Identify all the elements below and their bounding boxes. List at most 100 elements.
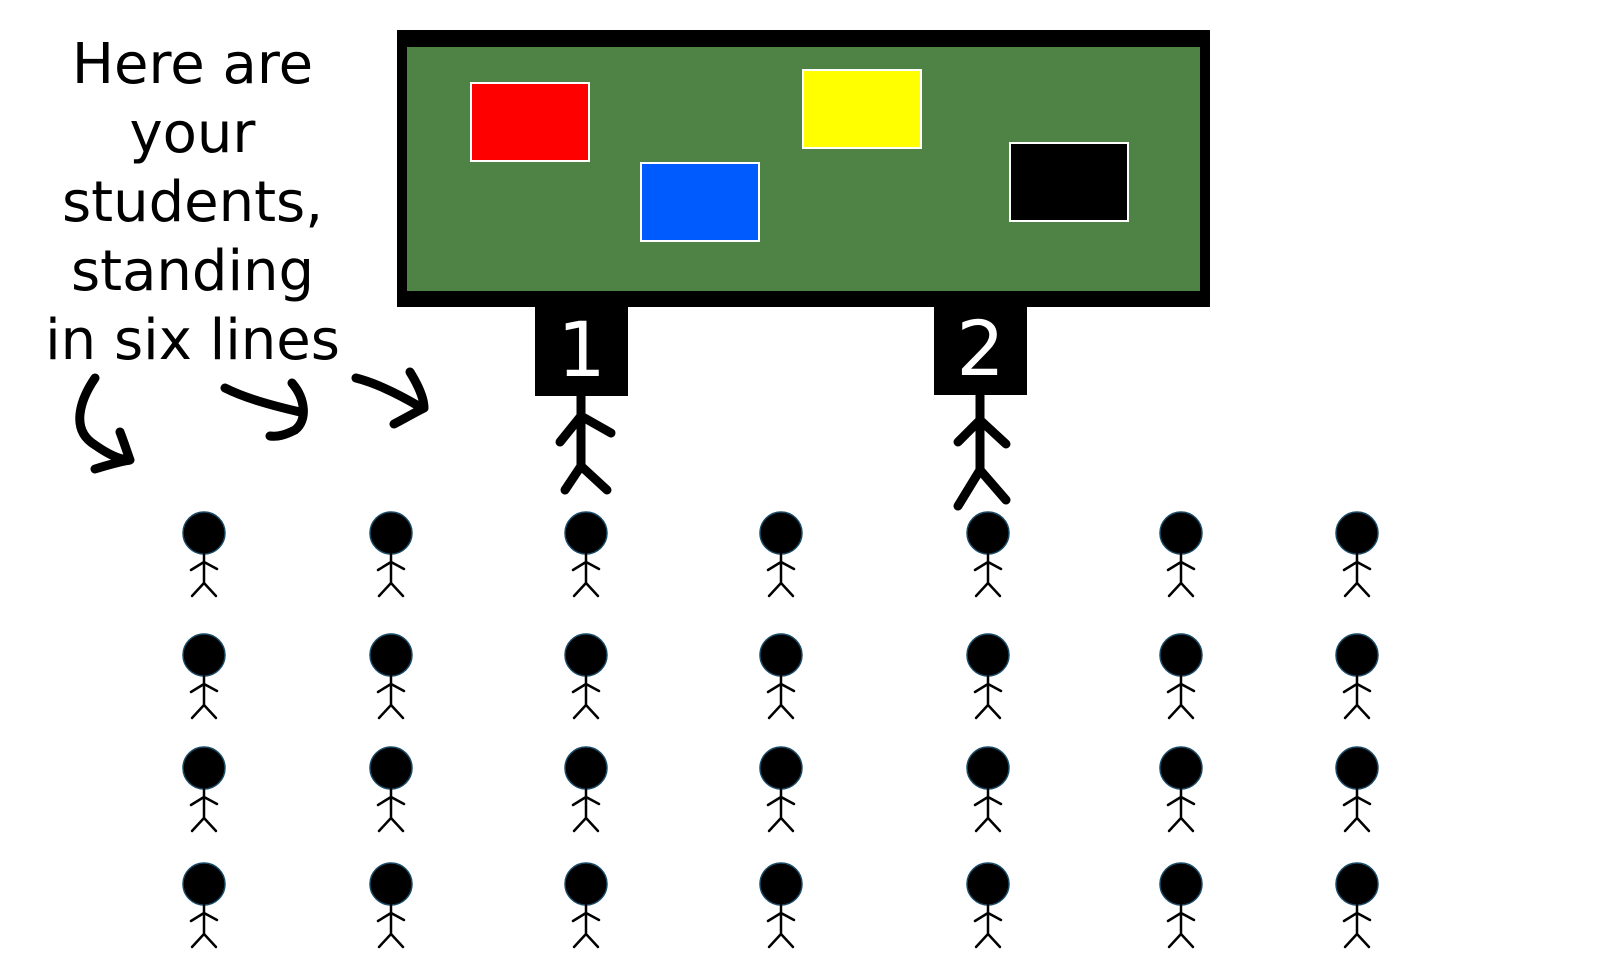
- student-figure: [182, 633, 226, 720]
- student-figure: [564, 862, 608, 949]
- black-card: [1009, 142, 1129, 222]
- student-body: [189, 674, 219, 720]
- student-body: [766, 903, 796, 949]
- student-head: [1159, 862, 1203, 906]
- student-head: [1159, 511, 1203, 555]
- arrow-icon: [351, 367, 429, 429]
- leader-sign-2: 2: [934, 303, 1027, 395]
- student-figure: [1159, 746, 1203, 833]
- students-grid: [182, 511, 1379, 949]
- student-head: [564, 511, 608, 555]
- student-figure: [1159, 511, 1203, 598]
- student-head: [564, 746, 608, 790]
- student-figure: [966, 633, 1010, 720]
- student-body: [1342, 552, 1372, 598]
- student-figure: [966, 862, 1010, 949]
- student-body: [189, 903, 219, 949]
- student-body: [571, 552, 601, 598]
- student-body: [1342, 787, 1372, 833]
- student-body: [376, 552, 406, 598]
- student-figure: [1335, 746, 1379, 833]
- student-head: [966, 746, 1010, 790]
- student-figure: [182, 862, 226, 949]
- caption-line: your: [129, 101, 256, 166]
- student-figure: [966, 746, 1010, 833]
- student-body: [1166, 552, 1196, 598]
- student-figure: [759, 633, 803, 720]
- student-body: [189, 552, 219, 598]
- student-body: [376, 674, 406, 720]
- student-body: [973, 787, 1003, 833]
- student-head: [1335, 511, 1379, 555]
- student-body: [376, 903, 406, 949]
- caption-text: Here are your students, standing in six …: [20, 30, 365, 375]
- student-head: [182, 633, 226, 677]
- arrow-icon: [220, 378, 308, 441]
- leader-figure: [555, 391, 616, 495]
- student-figure: [1159, 862, 1203, 949]
- student-body: [973, 552, 1003, 598]
- student-figure: [564, 633, 608, 720]
- caption-line: students,: [61, 170, 324, 235]
- student-figure: [182, 511, 226, 598]
- student-head: [759, 511, 803, 555]
- student-figure: [564, 746, 608, 833]
- student-body: [1166, 674, 1196, 720]
- student-head: [1159, 633, 1203, 677]
- student-head: [369, 633, 413, 677]
- student-head: [369, 862, 413, 906]
- student-figure: [369, 633, 413, 720]
- student-head: [759, 633, 803, 677]
- caption-line: Here are: [71, 32, 314, 97]
- student-head: [369, 511, 413, 555]
- student-body: [571, 787, 601, 833]
- student-figure: [369, 862, 413, 949]
- student-body: [571, 903, 601, 949]
- student-figure: [759, 511, 803, 598]
- blue-card: [640, 162, 760, 242]
- caption-line: standing: [70, 239, 315, 304]
- student-body: [973, 674, 1003, 720]
- student-head: [759, 746, 803, 790]
- student-head: [182, 746, 226, 790]
- student-head: [1335, 633, 1379, 677]
- student-head: [966, 633, 1010, 677]
- student-head: [369, 746, 413, 790]
- student-head: [1335, 862, 1379, 906]
- student-body: [1166, 903, 1196, 949]
- student-figure: [369, 511, 413, 598]
- student-body: [1166, 787, 1196, 833]
- student-figure: [966, 511, 1010, 598]
- student-head: [182, 511, 226, 555]
- student-body: [189, 787, 219, 833]
- student-figure: [369, 746, 413, 833]
- student-head: [182, 862, 226, 906]
- student-head: [564, 862, 608, 906]
- red-card: [470, 82, 590, 162]
- student-body: [1342, 674, 1372, 720]
- leader-figure: [953, 390, 1011, 511]
- student-body: [1342, 903, 1372, 949]
- student-head: [564, 633, 608, 677]
- caption-line: in six lines: [45, 308, 340, 373]
- student-figure: [564, 511, 608, 598]
- student-figure: [1335, 862, 1379, 949]
- yellow-card: [802, 69, 922, 149]
- student-body: [376, 787, 406, 833]
- student-body: [766, 552, 796, 598]
- student-head: [1335, 746, 1379, 790]
- student-body: [766, 787, 796, 833]
- student-figure: [182, 746, 226, 833]
- student-head: [1159, 746, 1203, 790]
- student-body: [571, 674, 601, 720]
- student-figure: [1335, 633, 1379, 720]
- arrow-icon: [75, 373, 135, 474]
- student-body: [973, 903, 1003, 949]
- student-figure: [1159, 633, 1203, 720]
- student-figure: [759, 746, 803, 833]
- student-figure: [1335, 511, 1379, 598]
- student-body: [766, 674, 796, 720]
- chalkboard: [397, 30, 1210, 307]
